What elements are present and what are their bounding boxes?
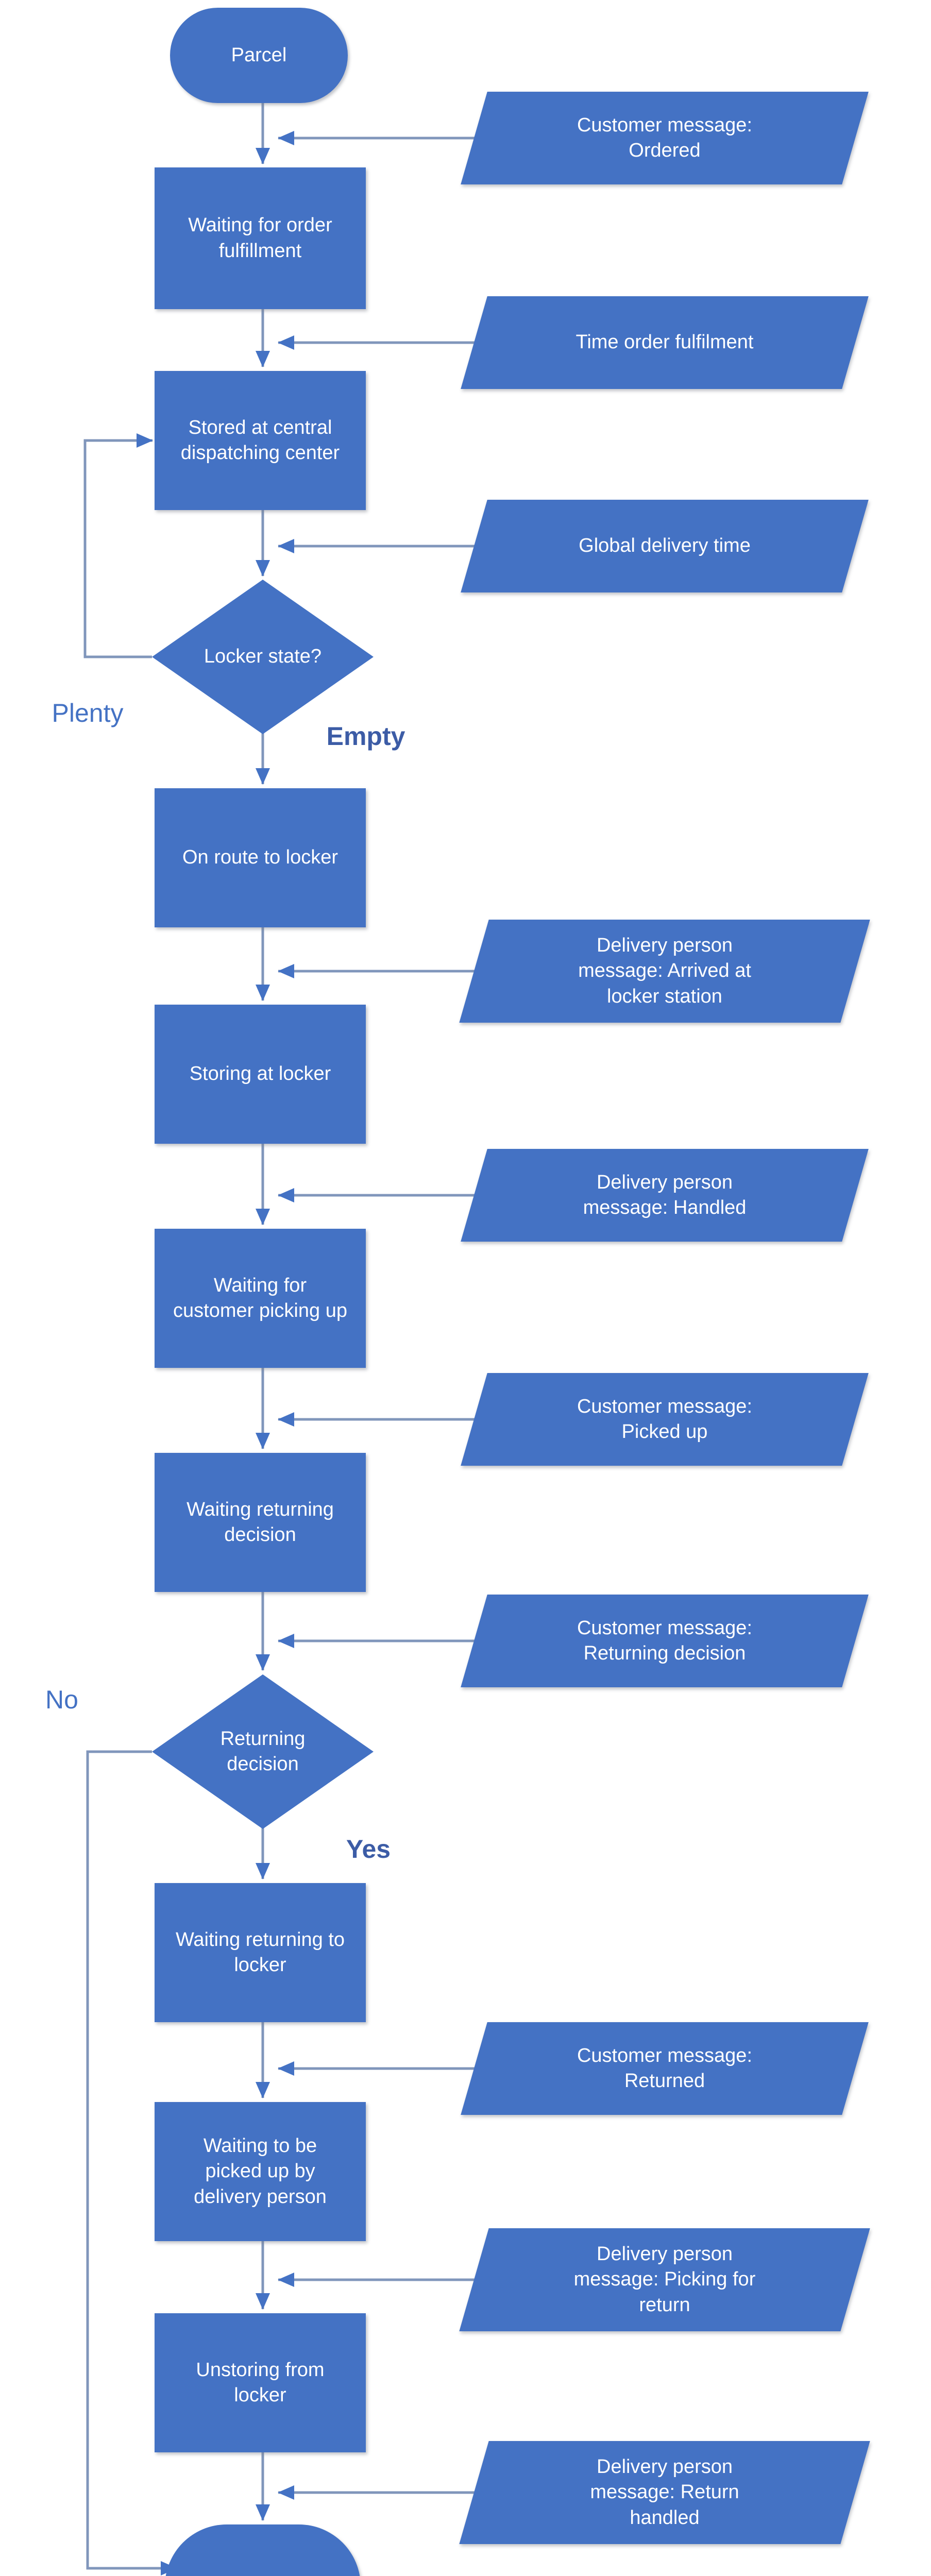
branch-label-empty: Empty [326, 722, 405, 751]
input-label: Global delivery time [579, 535, 751, 557]
process-label: Waiting for customer picking up [173, 1274, 347, 1321]
process-label: Stored at central dispatching center [180, 416, 340, 464]
connector-no-branch-to-end [86, 1750, 177, 2575]
input-delivery-message-handled: Delivery person message: Handled [461, 1149, 869, 1242]
process-label: Waiting returning to locker [175, 1928, 345, 1976]
process-label: Waiting to be picked up by delivery pers… [194, 2134, 327, 2208]
branch-label-plenty: Plenty [52, 699, 124, 727]
process-waiting-returning-to-locker: Waiting returning to locker [155, 1883, 366, 2022]
decision-label: Locker state? [204, 646, 322, 668]
input-delivery-message-return-handled: Delivery person message: Return handled [459, 2441, 870, 2544]
process-storing-at-locker: Storing at locker [155, 1005, 366, 1144]
process-label: Waiting for order fulfillment [188, 214, 332, 262]
process-waiting-order-fulfillment: Waiting for order fulfillment [155, 167, 366, 309]
input-global-delivery-time: Global delivery time [461, 500, 869, 592]
start-node-parcel: Parcel [170, 8, 348, 103]
decision-returning-decision: Returning decision [152, 1674, 374, 1829]
decision-locker-state: Locker state? [152, 580, 374, 734]
input-customer-message-picked-up: Customer message: Picked up [461, 1373, 869, 1466]
input-label: Delivery person message: Picking for ret… [573, 2243, 756, 2316]
end-node-end-process: End process [165, 2524, 361, 2576]
input-customer-message-returned: Customer message: Returned [461, 2022, 869, 2115]
process-unstoring-from-locker: Unstoring from locker [155, 2313, 366, 2452]
process-waiting-delivery-pickup: Waiting to be picked up by delivery pers… [155, 2102, 366, 2241]
input-customer-message-ordered: Customer message: Ordered [461, 92, 869, 184]
process-waiting-returning-decision: Waiting returning decision [155, 1453, 366, 1592]
decision-label: Returning decision [220, 1727, 306, 1775]
process-on-route-to-locker: On route to locker [155, 788, 366, 927]
input-label: Customer message: Picked up [577, 1395, 752, 1443]
process-waiting-customer-pickup: Waiting for customer picking up [155, 1229, 366, 1368]
input-label: Delivery person message: Handled [583, 1171, 747, 1218]
input-label: Delivery person message: Arrived at lock… [578, 934, 751, 1007]
branch-label-yes: Yes [346, 1835, 391, 1863]
input-delivery-message-picking-for-return: Delivery person message: Picking for ret… [459, 2228, 870, 2331]
input-label: Customer message: Ordered [577, 114, 752, 161]
process-label: Waiting returning decision [187, 1498, 334, 1546]
start-node-label: Parcel [231, 44, 287, 66]
input-customer-message-returning-decision: Customer message: Returning decision [461, 1595, 869, 1687]
input-time-order-fulfilment: Time order fulfilment [461, 296, 869, 389]
branch-label-no: No [45, 1685, 78, 1714]
input-label: Customer message: Returning decision [577, 1617, 752, 1664]
process-label: On route to locker [182, 846, 338, 869]
process-label: Unstoring from locker [196, 2359, 325, 2406]
input-delivery-message-arrived: Delivery person message: Arrived at lock… [459, 920, 870, 1023]
input-label: Delivery person message: Return handled [590, 2455, 739, 2529]
process-label: Storing at locker [189, 1063, 331, 1085]
process-stored-central-dispatching: Stored at central dispatching center [155, 371, 366, 510]
input-label: Customer message: Returned [577, 2044, 752, 2092]
connector-plenty-loopback [83, 433, 153, 658]
input-label: Time order fulfilment [575, 331, 754, 353]
